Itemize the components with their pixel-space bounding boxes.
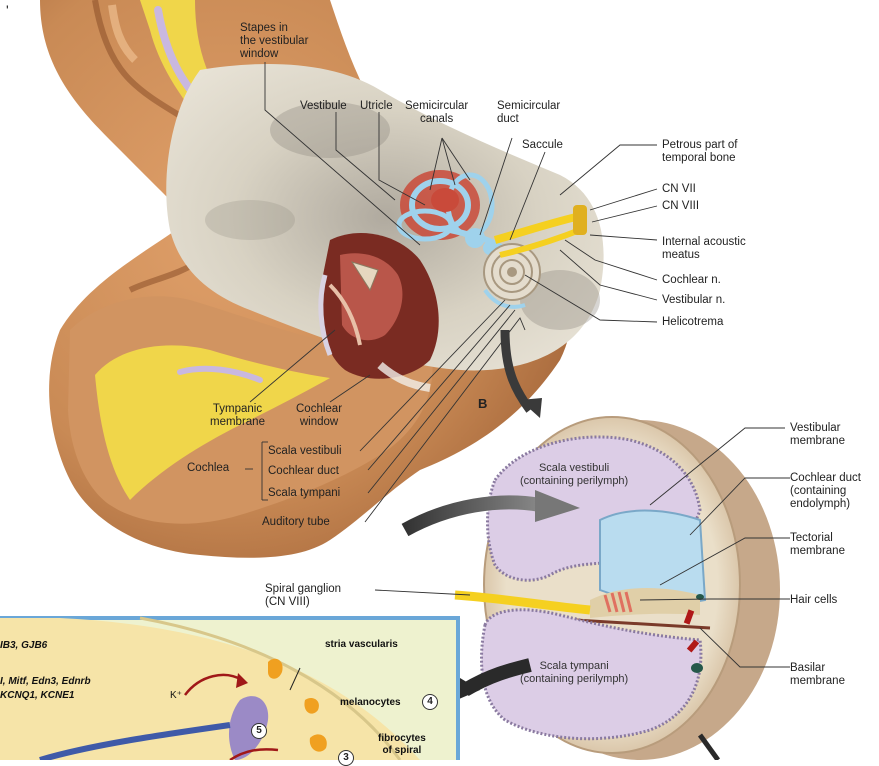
- label-basilar: Basilar membrane: [790, 662, 845, 688]
- label-tectorial: Tectorial membrane: [790, 532, 845, 558]
- label-vestibular-membrane: Vestibular membrane: [790, 422, 845, 448]
- label-cochlea: Cochlea: [187, 462, 229, 475]
- panel-b-label: B: [478, 397, 487, 410]
- label-stapes: Stapes in the vestibular window: [240, 22, 308, 61]
- label-saccule: Saccule: [522, 139, 563, 152]
- label-semicircular-duct: Semicircular duct: [497, 100, 560, 126]
- label-internal-acoustic: Internal acoustic meatus: [662, 236, 746, 262]
- label-scala-tympani: Scala tympani: [268, 487, 340, 500]
- inset-gene-line1: IB3, GJB6: [0, 640, 47, 652]
- inset-number-partial: 3: [338, 750, 354, 766]
- label-cn7: CN VII: [662, 183, 696, 196]
- label-scala-vestibuli: Scala vestibuli: [268, 445, 342, 458]
- label-cn8: CN VIII: [662, 200, 699, 213]
- inset-fibrocytes: fibrocytes of spiral: [378, 733, 426, 757]
- label-hair-cells: Hair cells: [790, 594, 837, 607]
- inset-melanocytes-number: 4: [422, 694, 438, 710]
- inset-ion: K⁺: [170, 690, 182, 702]
- label-tympanic: Tympanic membrane: [210, 403, 265, 429]
- corner-mark: ': [6, 4, 9, 17]
- label-cochlear-duct-b: Cochlear duct (containing endolymph): [790, 472, 861, 511]
- label-helicotrema: Helicotrema: [662, 316, 723, 329]
- inset-gene-line3: KCNQ1, KCNE1: [0, 690, 74, 702]
- label-spiral-ganglion: Spiral ganglion (CN VIII): [265, 583, 341, 609]
- label-vestibule: Vestibule: [300, 100, 347, 113]
- label-cochlear-duct: Cochlear duct: [268, 465, 339, 478]
- label-petrous: Petrous part of temporal bone: [662, 139, 737, 165]
- label-vestibular-n: Vestibular n.: [662, 294, 725, 307]
- label-st-inner: Scala tympani (containing perilymph): [520, 660, 628, 686]
- label-cochlear-window: Cochlear window: [296, 403, 342, 429]
- label-cochlear-n: Cochlear n.: [662, 274, 721, 287]
- label-auditory-tube: Auditory tube: [262, 516, 330, 529]
- inset-melanocytes: melanocytes: [340, 697, 401, 709]
- label-sv-inner: Scala vestibuli (containing perilymph): [520, 462, 628, 488]
- inset-stria: stria vascularis: [325, 639, 398, 651]
- label-utricle: Utricle: [360, 100, 393, 113]
- inset-gene-line2: I, Mitf, Edn3, Ednrb: [0, 676, 91, 688]
- arrow-bottom: [700, 735, 718, 760]
- label-semicircular-canals: Semicircular canals: [405, 100, 468, 126]
- inset-number-5: 5: [251, 723, 267, 739]
